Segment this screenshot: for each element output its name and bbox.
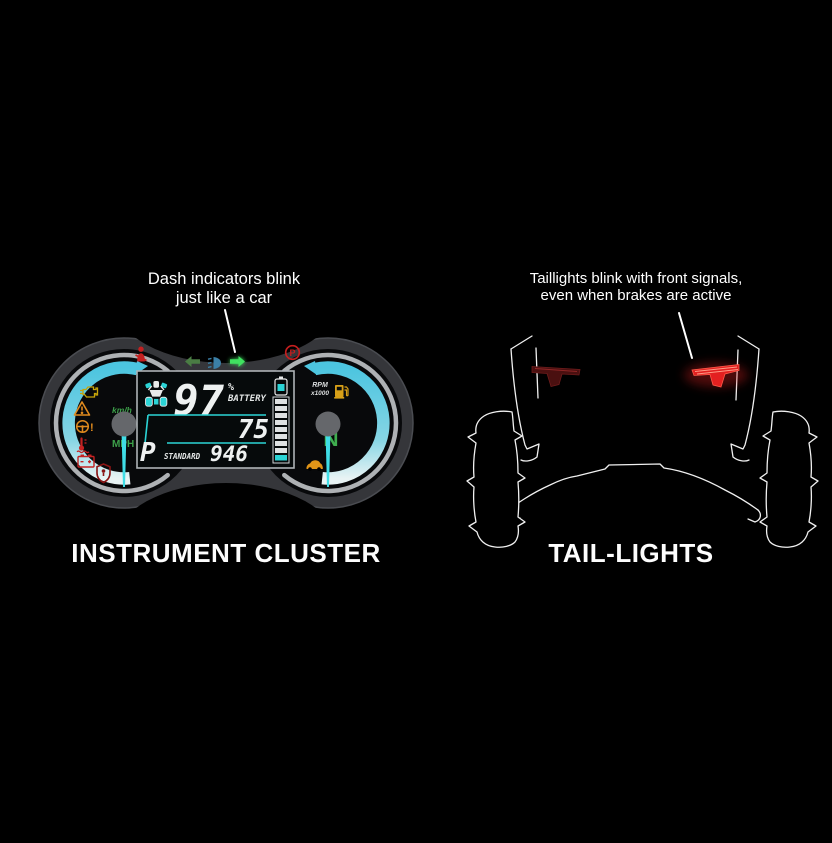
speedometer-hub [111,411,137,437]
battery-charge-warning-icon [77,454,95,468]
battery-label: BATTERY [227,394,267,404]
svg-text:!: ! [90,422,94,434]
taillight-annotation-line1: Taillights blink with front signals, [529,270,743,287]
parking-brake-icon: P [284,344,301,361]
tachometer-hub [315,411,341,437]
instrument-cluster-figure: km/h ! MPH [38,335,414,510]
pillar-right [730,348,760,462]
speedometer-ring [53,352,170,494]
roof-edge-right [737,335,760,350]
security-icon [96,463,111,484]
tire-left [466,410,526,548]
svg-text:P: P [289,348,295,358]
vehicle-rear-outline [466,335,819,548]
tachometer-arc [313,361,390,485]
percent-sign: % [228,382,234,393]
fuel-icon [334,385,349,399]
tachometer-ring [282,352,399,494]
battery-bar [272,376,290,464]
seatbelt-warning-icon [135,346,147,362]
turn-right-signal-icon [230,356,245,367]
pillar-left [510,348,540,462]
taillight-right [691,364,740,388]
frame-hook-right [747,509,762,523]
rear-frame-sweep [509,463,759,511]
battery-percent-value: 97 [173,376,224,425]
gear-value: P [140,438,156,468]
turn-left-signal-icon [185,356,200,367]
steering-alert-icon: ! [75,419,94,434]
cluster-annotation-line2: just like a car [175,289,273,308]
tire-right [759,410,819,548]
tachometer-needle [325,423,331,487]
kmh-unit-label: km/h [112,405,132,415]
taillight-left [531,366,581,387]
tachometer-arc-tip [304,361,317,375]
roof-edge-left [510,335,533,350]
speedometer-arc [62,361,139,485]
rpm-label-line2: x1000 [310,390,329,397]
taillight-annotation-line2: even when brakes are active [540,287,732,305]
low-beam-headlight-icon [207,357,221,369]
cluster-caption: INSTRUMENT CLUSTER [71,538,381,568]
speedometer-needle [121,423,127,487]
lcd-divider-lines [143,414,266,454]
coolant-temperature-icon [76,437,90,454]
cluster-annotation: Dash indicators blink just like a car [84,270,364,308]
cluster-annotation-line1: Dash indicators blink [147,270,301,288]
warning-triangle-icon [73,401,91,416]
atv-icon [145,381,168,407]
taillight-caption: TAIL-LIGHTS [548,538,714,568]
check-engine-icon [80,386,99,398]
rpm-label-line1: RPM [312,382,328,389]
drive-mode-label: STANDARD [164,452,201,461]
taillight-annotation: Taillights blink with front signals, eve… [476,270,796,305]
lcd-display: 97 % BATTERY 75 P STANDARD 946 [136,370,295,469]
vehicle-mode-icon [306,460,323,471]
odometer-value: 946 [210,442,248,466]
speed-value: 75 [238,415,269,445]
taillights-figure [466,335,819,548]
